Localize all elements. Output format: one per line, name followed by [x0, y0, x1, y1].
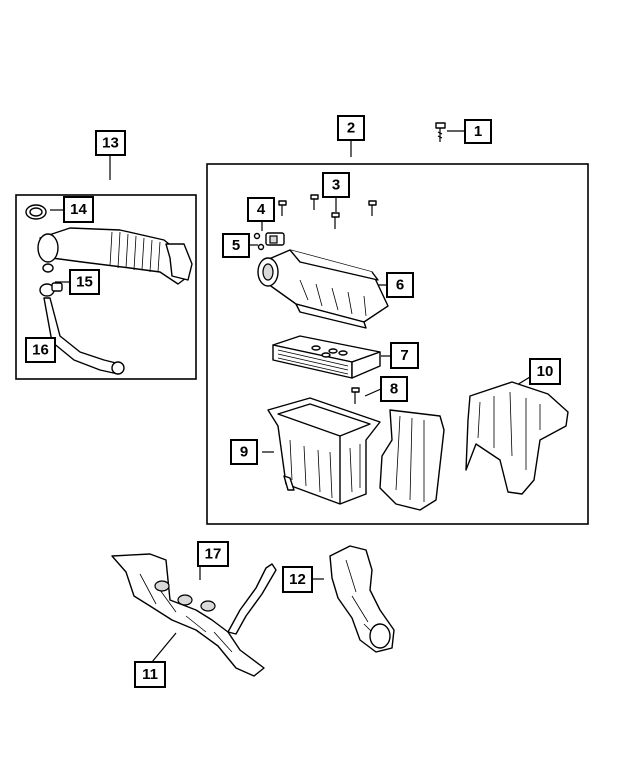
- callout-11-label: 11: [142, 666, 158, 683]
- callout-15: 15: [69, 269, 100, 295]
- callout-4-label: 4: [257, 201, 266, 218]
- callout-1-label: 1: [474, 123, 482, 140]
- callout-5-label: 5: [232, 237, 240, 254]
- part-13-intake-duct: [37, 227, 193, 285]
- callout-13: 13: [95, 130, 126, 156]
- callout-2: 2: [337, 115, 365, 141]
- callout-14-label: 14: [70, 201, 87, 218]
- callout-10: 10: [529, 358, 561, 385]
- callout-7: 7: [390, 342, 419, 369]
- part-14-clamp: [25, 204, 47, 220]
- callout-8: 8: [380, 376, 408, 402]
- callout-14: 14: [63, 196, 94, 223]
- callout-16-label: 16: [32, 342, 49, 359]
- callout-9: 9: [230, 439, 258, 465]
- part-15-fittings: [39, 263, 63, 297]
- callout-7-label: 7: [400, 347, 408, 364]
- callout-3: 3: [322, 172, 350, 198]
- part-11-mounting-bracket: [111, 553, 277, 677]
- callout-13-label: 13: [102, 135, 119, 152]
- callout-8-label: 8: [390, 381, 398, 398]
- air-cleaner-assembly-frame: [206, 163, 589, 525]
- part-16-hose: [43, 297, 125, 375]
- part-1-screw: [435, 122, 446, 142]
- callout-1: 1: [464, 119, 492, 144]
- part-7-air-filter: [272, 335, 381, 379]
- part-4-sensor: [253, 232, 285, 246]
- part-12-air-duct: [329, 545, 395, 653]
- callout-12-label: 12: [289, 571, 306, 588]
- callout-17-label: 17: [205, 546, 222, 563]
- callout-15-label: 15: [76, 274, 93, 291]
- callout-17: 17: [197, 541, 229, 567]
- callout-3-label: 3: [332, 177, 340, 194]
- callout-6-label: 6: [396, 277, 404, 294]
- part-10-brackets: [379, 381, 569, 511]
- callout-9-label: 9: [240, 444, 248, 461]
- callout-11: 11: [134, 661, 166, 688]
- callout-12: 12: [282, 566, 313, 593]
- callout-4: 4: [247, 197, 275, 222]
- part-3-screws: [278, 194, 377, 229]
- part-17-nuts: [154, 580, 216, 612]
- callout-16: 16: [25, 337, 56, 363]
- callout-5: 5: [222, 233, 250, 258]
- part-6-air-cleaner-cover: [257, 249, 389, 329]
- part-5-grommet: [257, 243, 265, 251]
- callout-2-label: 2: [347, 120, 355, 137]
- callout-6: 6: [386, 272, 414, 298]
- intake-duct-assembly-frame: [15, 194, 197, 380]
- part-8-screw: [351, 387, 360, 404]
- part-9-air-cleaner-housing: [267, 397, 381, 505]
- callout-10-label: 10: [537, 363, 554, 380]
